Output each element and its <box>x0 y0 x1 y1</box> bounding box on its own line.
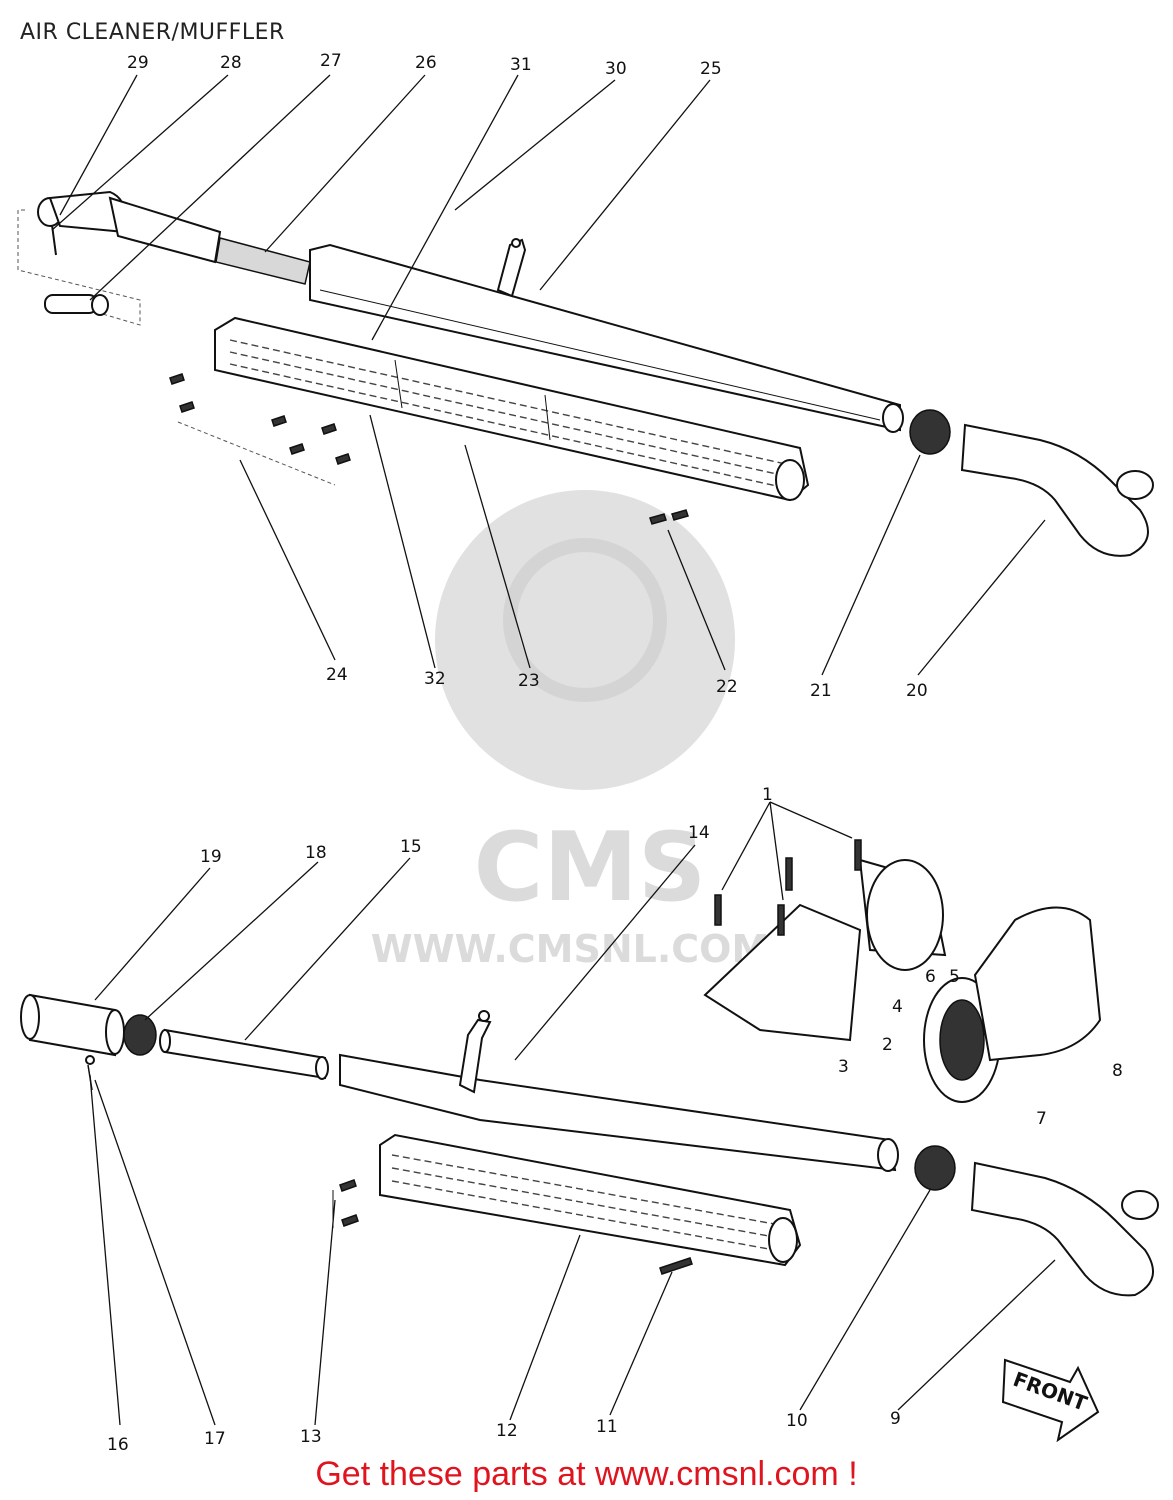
watermark-url: WWW.CMSNL.COM <box>371 927 770 971</box>
callout-5: 5 <box>949 967 960 987</box>
callout-15: 15 <box>400 837 422 857</box>
callout-26: 26 <box>415 53 437 73</box>
callout-16: 16 <box>107 1435 129 1455</box>
top-muffler-assembly <box>17 190 1154 557</box>
callout-8: 8 <box>1112 1061 1123 1081</box>
callout-30: 30 <box>605 59 627 79</box>
bottom-muffler-assembly <box>20 839 1159 1297</box>
callout-31: 31 <box>510 55 532 75</box>
callout-1: 1 <box>762 785 773 805</box>
order-parts-link[interactable]: Get these parts at www.cmsnl.com ! <box>315 1455 858 1493</box>
callout-23: 23 <box>518 671 540 691</box>
page-title: AIR CLEANER/MUFFLER <box>20 20 285 45</box>
callout-6: 6 <box>925 967 936 987</box>
callout-19: 19 <box>200 847 222 867</box>
watermark-brand: CMS <box>474 813 707 923</box>
callout-27: 27 <box>320 51 342 71</box>
callout-18: 18 <box>305 843 327 863</box>
callout-29: 29 <box>127 53 149 73</box>
callout-7: 7 <box>1036 1109 1047 1129</box>
callout-12: 12 <box>496 1421 518 1441</box>
callout-22: 22 <box>716 677 738 697</box>
callout-11: 11 <box>596 1417 618 1437</box>
callout-2: 2 <box>882 1035 893 1055</box>
callout-20: 20 <box>906 681 928 701</box>
callout-21: 21 <box>810 681 832 701</box>
callout-25: 25 <box>700 59 722 79</box>
callout-3: 3 <box>838 1057 849 1077</box>
watermark: CMS WWW.CMSNL.COM <box>371 490 770 971</box>
callout-labels: 29 28 27 26 31 30 25 24 32 23 22 21 20 1… <box>107 51 1123 1455</box>
leader-lines <box>51 74 1056 1426</box>
callout-32: 32 <box>424 669 446 689</box>
callout-10: 10 <box>786 1411 808 1431</box>
callout-17: 17 <box>204 1429 226 1449</box>
front-direction-arrow: FRONT <box>1001 1358 1100 1443</box>
screws-24 <box>169 373 351 486</box>
callout-28: 28 <box>220 53 242 73</box>
callout-9: 9 <box>890 1409 901 1429</box>
callout-13: 13 <box>300 1427 322 1447</box>
callout-24: 24 <box>326 665 348 685</box>
callout-4: 4 <box>892 997 903 1017</box>
callout-14: 14 <box>688 823 710 843</box>
